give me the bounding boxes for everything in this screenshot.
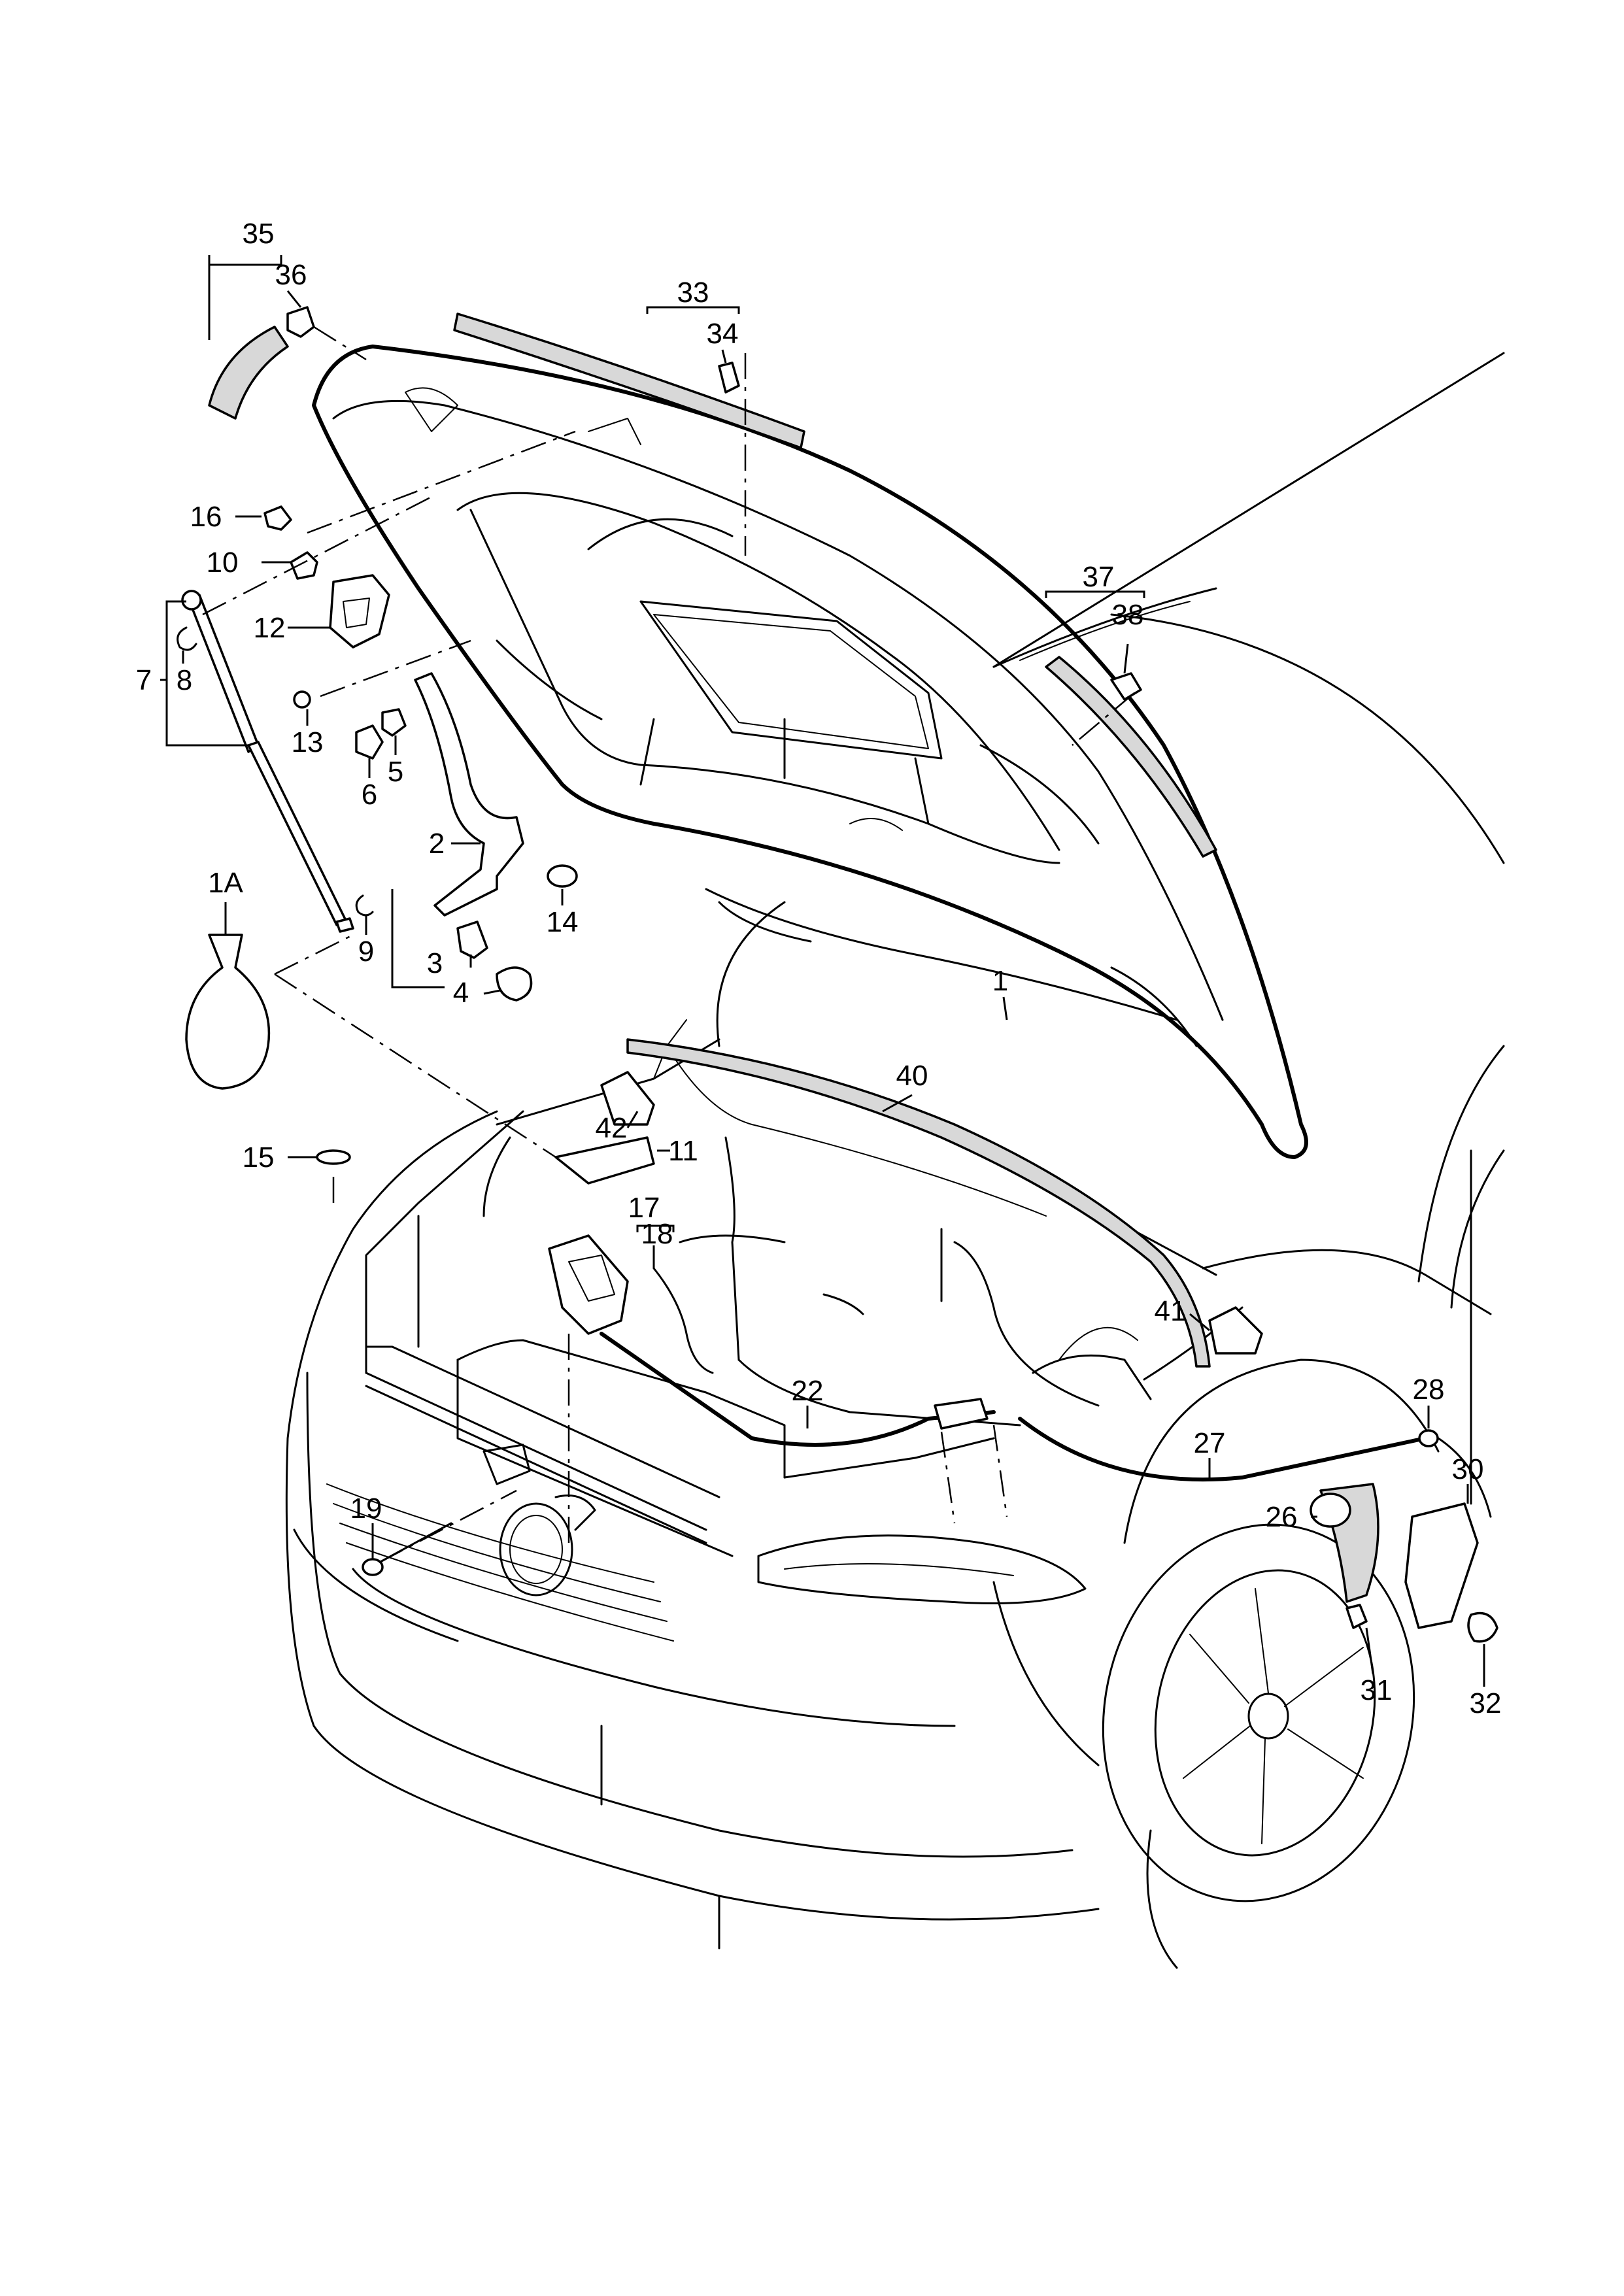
callout-26: 26 xyxy=(1266,1501,1298,1533)
callout-17: 17 xyxy=(628,1192,660,1224)
bonnet-hood-panel xyxy=(312,345,1308,1159)
callout-28: 28 xyxy=(1413,1374,1445,1406)
part-36-clip xyxy=(286,306,315,338)
callout-1a: 1A xyxy=(208,867,243,899)
part-31-bolt xyxy=(1345,1604,1368,1629)
callout-9: 9 xyxy=(358,936,374,968)
part-41-bracket xyxy=(1208,1306,1263,1355)
callout-18: 18 xyxy=(641,1218,673,1250)
callout-42: 42 xyxy=(596,1112,628,1144)
callout-33: 33 xyxy=(677,277,709,309)
part-35-molding xyxy=(208,326,289,420)
callout-15: 15 xyxy=(243,1141,275,1173)
callout-1: 1 xyxy=(992,965,1008,997)
part-9-clip xyxy=(355,894,374,917)
part-13-screw xyxy=(293,690,311,709)
part-3-bolt xyxy=(456,920,488,959)
callout-5: 5 xyxy=(388,756,403,788)
part-22-cable xyxy=(600,1332,996,1447)
part-32-nut xyxy=(1467,1612,1498,1643)
car-body-outline xyxy=(285,352,1505,1969)
part-40-seal xyxy=(626,1038,1211,1368)
callout-6: 6 xyxy=(362,779,377,811)
part-4-nut xyxy=(496,966,533,1002)
part-2-hinge xyxy=(414,672,524,917)
callout-10: 10 xyxy=(207,547,239,579)
part-5-buffer xyxy=(381,708,407,737)
callout-8: 8 xyxy=(177,664,192,696)
callout-27: 27 xyxy=(1194,1427,1226,1459)
part-8-clip xyxy=(177,626,197,651)
callout-16: 16 xyxy=(190,501,222,533)
callout-40: 40 xyxy=(896,1060,928,1092)
part-18-sensor-cable xyxy=(652,1267,714,1374)
callout-22: 22 xyxy=(792,1375,824,1407)
callout-41: 41 xyxy=(1155,1295,1187,1327)
callout-4: 4 xyxy=(453,977,469,1009)
callout-labels: 1 1A 2 3 4 5 6 7 8 9 10 11 12 13 14 15 1… xyxy=(136,218,1502,1719)
part-12-striker xyxy=(329,574,390,649)
callout-19: 19 xyxy=(350,1493,382,1525)
part-11-bracket xyxy=(554,1136,655,1185)
part-34-clip xyxy=(718,362,740,394)
callout-11: 11 xyxy=(668,1135,698,1167)
part-38-clip xyxy=(1110,672,1142,701)
callout-14: 14 xyxy=(547,906,579,938)
callout-34: 34 xyxy=(707,318,739,350)
part-37-seal xyxy=(1045,656,1217,858)
part-33-seal xyxy=(453,312,805,449)
part-10-bolt xyxy=(290,551,318,580)
part-42-bracket xyxy=(600,1071,655,1126)
callout-37: 37 xyxy=(1083,561,1115,593)
callout-7: 7 xyxy=(136,664,152,696)
callout-38: 38 xyxy=(1112,599,1144,631)
callout-2: 2 xyxy=(429,828,445,860)
parts xyxy=(177,306,1498,1643)
part-16-buffer xyxy=(263,505,292,531)
part-6-buffer xyxy=(355,724,384,760)
callout-35: 35 xyxy=(243,218,275,250)
part-28-clip xyxy=(1418,1429,1439,1447)
assembly-lines xyxy=(202,326,1135,1564)
callout-36: 36 xyxy=(275,259,307,291)
callout-13: 13 xyxy=(292,726,324,758)
part-30-release-lever xyxy=(1404,1502,1479,1629)
leader-lines xyxy=(160,255,1485,1687)
part-17-lock xyxy=(548,1234,629,1335)
callout-12: 12 xyxy=(254,612,286,644)
callout-3: 3 xyxy=(427,947,443,979)
part-27-cable xyxy=(1018,1417,1427,1482)
part-1a-bag xyxy=(185,934,271,1090)
part-15-seal xyxy=(316,1149,351,1165)
part-7-gas-strut xyxy=(188,594,260,753)
callout-31: 31 xyxy=(1361,1674,1393,1706)
callout-32: 32 xyxy=(1470,1687,1502,1719)
callout-30: 30 xyxy=(1452,1453,1484,1485)
part-14-grommet xyxy=(547,864,578,888)
